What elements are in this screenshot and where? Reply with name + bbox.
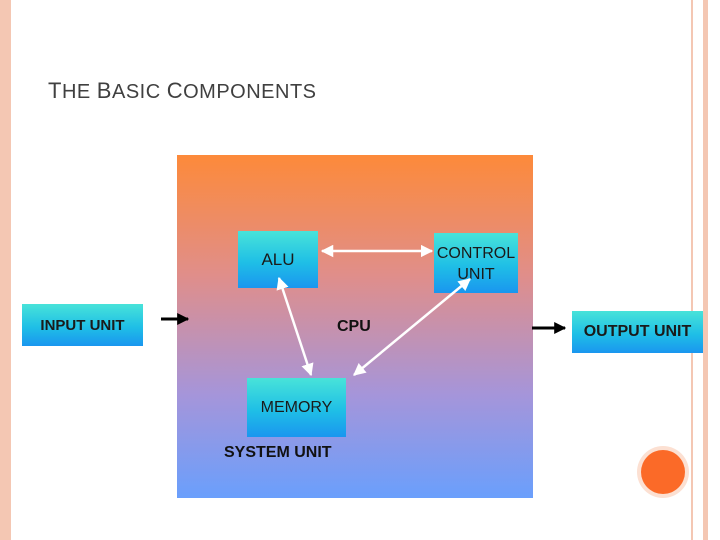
control-unit-label-line2: UNIT bbox=[457, 266, 495, 283]
control-unit-label-line1: CONTROL bbox=[436, 245, 516, 262]
title-part: C bbox=[166, 78, 184, 103]
alu-box: ALU bbox=[238, 231, 318, 288]
title-part: ASIC bbox=[111, 81, 167, 103]
output-unit-label: OUTPUT UNIT bbox=[583, 323, 692, 340]
title-part: T bbox=[48, 78, 62, 103]
alu-label: ALU bbox=[261, 250, 295, 269]
input-unit-box: INPUT UNIT bbox=[22, 304, 143, 346]
title-part: B bbox=[96, 78, 112, 103]
slide-border-left bbox=[0, 0, 11, 540]
slide-border-right-thin bbox=[691, 0, 693, 540]
slide-title: THE BASIC COMPONENTS bbox=[48, 78, 317, 104]
output-unit-box: OUTPUT UNIT bbox=[572, 311, 703, 353]
input-unit-label: INPUT UNIT bbox=[40, 317, 125, 334]
memory-box: MEMORY bbox=[247, 378, 346, 437]
title-part: OMPONENTS bbox=[183, 81, 317, 103]
title-part: HE bbox=[61, 81, 97, 103]
system-unit-label: SYSTEM UNIT bbox=[224, 444, 332, 461]
slide-border-right bbox=[703, 0, 708, 540]
decorative-circle bbox=[641, 450, 685, 494]
cpu-label: CPU bbox=[337, 318, 371, 335]
control-unit-box: CONTROL UNIT bbox=[434, 233, 518, 293]
memory-label: MEMORY bbox=[260, 399, 333, 416]
